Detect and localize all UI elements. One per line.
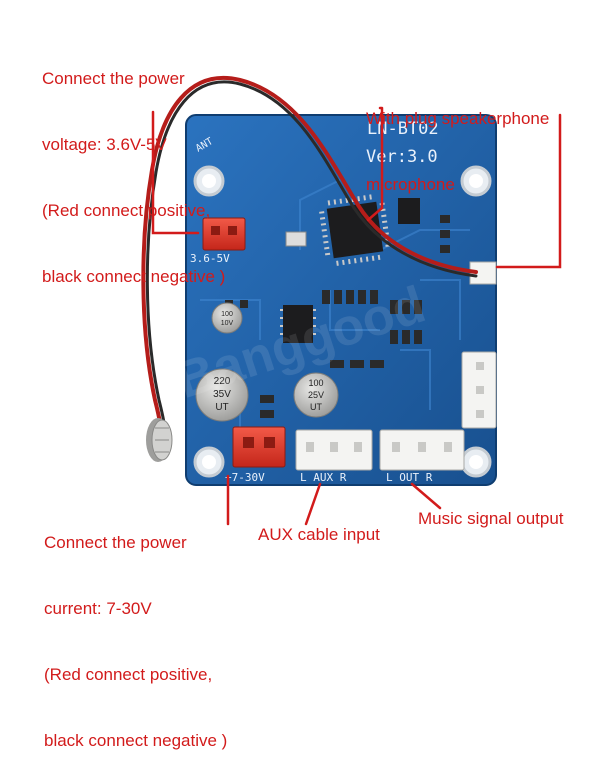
pointer-microphone	[366, 106, 384, 222]
version-label: Ver:3.0	[366, 147, 438, 167]
product-photo: LN-BT02 Ver:3.0 ANT 3.6-5V +7-30V L AUX …	[141, 76, 562, 526]
capacitor-small-line-1: 100	[221, 311, 233, 318]
power-low-line-4: black connect negative )	[42, 267, 226, 286]
low-voltage-label: 3.6-5V	[190, 252, 230, 265]
pointer-aux	[304, 482, 322, 526]
capacitor-small-line-2: 10V	[221, 320, 234, 327]
aux-connector	[295, 429, 373, 471]
capacitor-large: 220 35V UT	[195, 368, 249, 422]
capacitor-large-line-3: UT	[215, 402, 228, 413]
power-low-annotation: Connect the power voltage: 3.6V-5V (Red …	[42, 24, 225, 310]
mounting-hole	[460, 165, 492, 197]
power-high-line-1: Connect the power	[44, 533, 187, 552]
mounting-hole	[193, 165, 225, 197]
crystal	[285, 231, 307, 247]
music-output-annotation: Music signal output	[418, 509, 564, 528]
microphone-line-2: microphone	[366, 175, 455, 194]
out-header-label: L OUT R	[386, 471, 433, 484]
power-low-line-3: (Red connect positive,	[42, 201, 211, 220]
power-low-line-2: voltage: 3.6V-5V	[42, 135, 167, 154]
capacitor-large-line-2: 35V	[213, 389, 231, 400]
microphone-cable	[141, 76, 478, 442]
power-high-line-3: (Red connect positive,	[44, 665, 213, 684]
capacitor-medium: 100 25V UT	[293, 372, 339, 418]
capacitor-medium-line-3: UT	[310, 402, 322, 412]
model-label: LN-BT02	[367, 119, 439, 139]
pointer-microphone-plug	[495, 113, 562, 269]
capacitor-large-line-1: 220	[214, 376, 231, 387]
pointer-power-low	[151, 110, 200, 235]
microphone-annotation: With plug speakerphone microphone	[366, 64, 549, 218]
amplifier-chip	[280, 305, 316, 343]
power-connector-high	[232, 426, 286, 468]
aux-input-annotation: AUX cable input	[258, 525, 380, 544]
output-connector	[379, 429, 465, 471]
capacitor-medium-line-2: 25V	[308, 390, 324, 400]
pointer-output	[410, 482, 442, 510]
capacitor-small: 100 10V	[211, 302, 243, 334]
power-high-line-2: current: 7-30V	[44, 599, 152, 618]
mounting-hole	[460, 446, 492, 478]
flash-chip	[398, 198, 420, 224]
capacitor-medium-line-1: 100	[308, 378, 323, 388]
microphone-line-1: With plug speakerphone	[366, 109, 550, 128]
high-voltage-label: +7-30V	[225, 471, 265, 484]
pcb-board: LN-BT02 Ver:3.0 ANT 3.6-5V +7-30V L AUX …	[185, 114, 497, 486]
power-high-line-4: black connect negative )	[44, 731, 228, 750]
aux-header-label: L AUX R	[300, 471, 347, 484]
side-connector	[461, 351, 497, 429]
power-connector-low	[202, 217, 246, 251]
mounting-hole	[193, 446, 225, 478]
power-low-line-1: Connect the power	[42, 69, 185, 88]
microphone-capsule	[146, 418, 173, 462]
power-high-annotation: Connect the power current: 7-30V (Red co…	[44, 488, 227, 774]
